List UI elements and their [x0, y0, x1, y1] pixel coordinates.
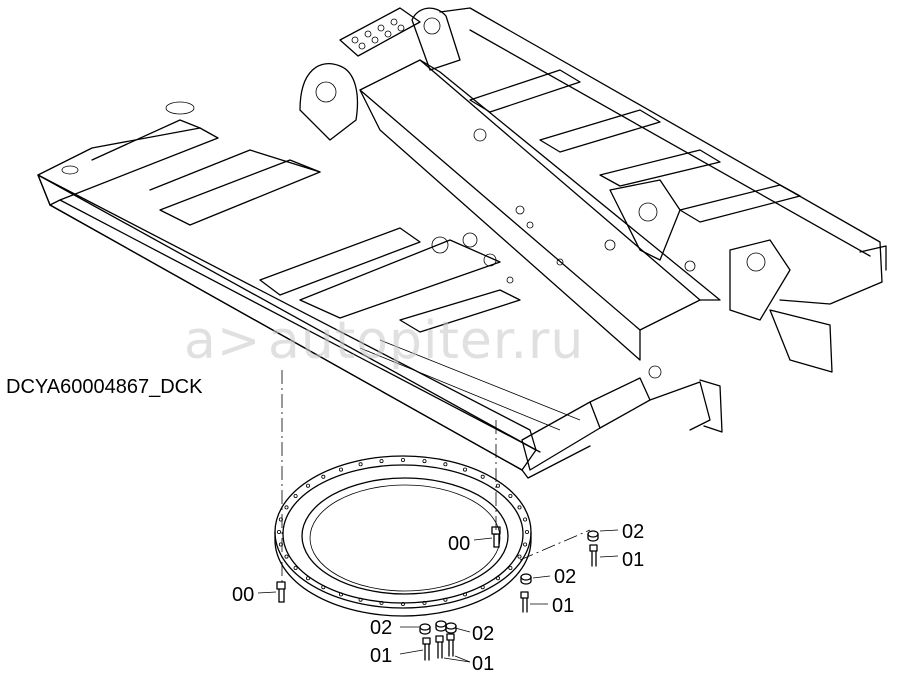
ring-bolt-hole [379, 459, 384, 464]
ring-bolt-hole [338, 467, 343, 472]
ring-bolt-hole [517, 505, 522, 510]
ring-bolt-hole [400, 457, 405, 462]
ring-bolt-hole [358, 462, 363, 467]
watermark-text: autopiter.ru [268, 311, 584, 371]
watermark-mark: a> [184, 311, 261, 371]
ring-bolt-hole [293, 493, 298, 498]
callout-labels: 00 00 02 01 02 01 02 01 02 01 [232, 521, 644, 675]
drawing-code: DCYA60004867_DCK [6, 376, 203, 398]
ring-bolt-hole [422, 459, 427, 464]
ring-bolt-hole [523, 517, 528, 522]
watermark: a> autopiter.ru [184, 311, 584, 371]
ring-bolt-hole [508, 493, 513, 498]
ring-bolt-hole [379, 600, 384, 605]
ring-bolt-hole [278, 542, 283, 547]
ring-bolt-hole [278, 517, 283, 522]
leader-lines [257, 529, 619, 663]
ring-bolt-hole [305, 576, 310, 581]
ring-bolt-hole [462, 592, 467, 597]
ring-bolt-hole [338, 592, 343, 597]
callout-bolt-left: 00 [232, 584, 254, 606]
ring-bolt-hole [525, 530, 530, 535]
fasteners [276, 526, 599, 661]
ring-bolt-hole [284, 505, 289, 510]
bolt-left [276, 581, 286, 603]
ring-bolt-hole [422, 600, 427, 605]
centre-beam [299, 7, 791, 361]
ring-bolt-hole [495, 483, 500, 488]
ring-bolt-hole [443, 462, 448, 467]
callout-bolt-bottom-right: 01 [472, 653, 494, 675]
callout-bolt-right-mid: 01 [552, 595, 574, 617]
frame-details [61, 101, 696, 431]
ring-bolt-hole [293, 566, 298, 571]
ring-bolt-hole [276, 530, 281, 535]
ring-bolt-hole [480, 585, 485, 590]
ring-bolt-hole [508, 566, 513, 571]
swing-bearing-ring [274, 455, 532, 617]
ring-bolt-hole [284, 554, 289, 559]
ring-bolt-hole [321, 474, 326, 479]
alignment-lines [281, 370, 591, 582]
bolt-center [491, 526, 501, 548]
ring-bolt-hole [517, 554, 522, 559]
ring-bolt-hole [495, 576, 500, 581]
ring-bolt-hole [305, 483, 310, 488]
callout-washer-right-top: 02 [622, 521, 644, 543]
ring-bolt-hole [523, 542, 528, 547]
cross-members [91, 69, 801, 333]
callout-bolt-center: 00 [448, 533, 470, 555]
ring-bolt-hole [358, 597, 363, 602]
ring-bolt-hole [480, 474, 485, 479]
callout-washer-right-mid: 02 [554, 566, 576, 588]
callout-washer-bottom-right: 02 [472, 623, 494, 645]
ring-bolt-hole [443, 597, 448, 602]
ring-bolt-hole [400, 602, 405, 607]
callout-washer-bottom-left: 02 [370, 617, 392, 639]
ring-bolt-hole [462, 467, 467, 472]
ring-bolt-hole [321, 585, 326, 590]
callout-bolt-right-top: 01 [622, 549, 644, 571]
callout-bolt-bottom-left: 01 [370, 645, 392, 667]
